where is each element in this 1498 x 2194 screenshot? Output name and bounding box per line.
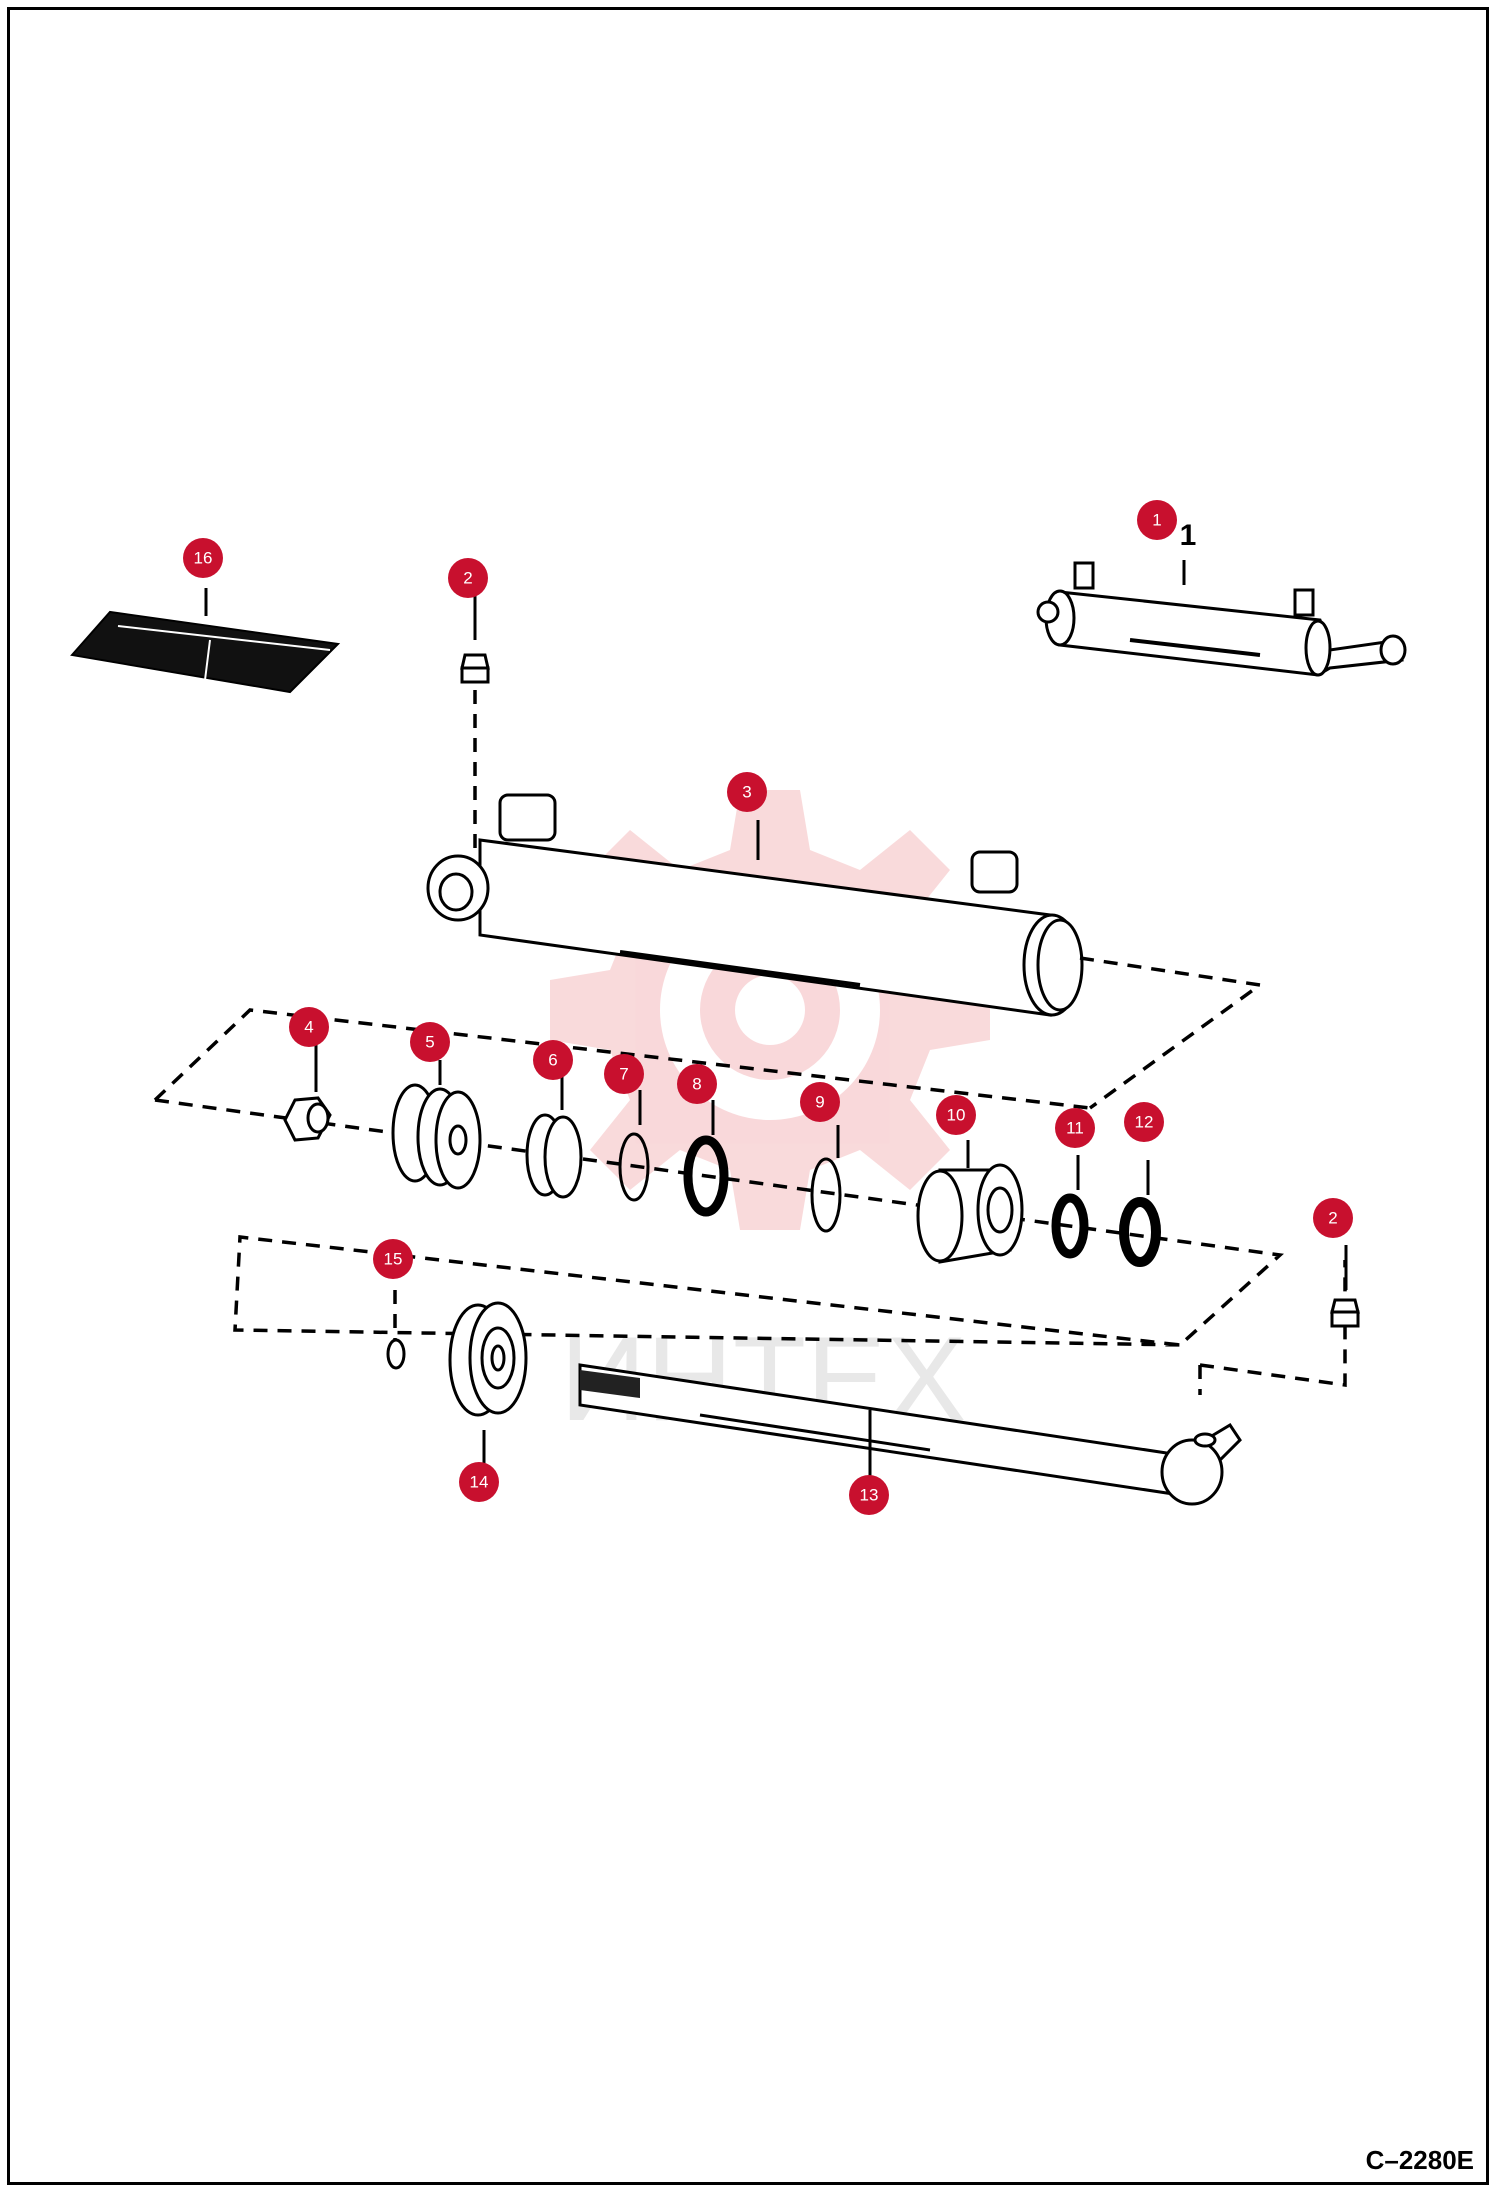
callout-13[interactable]: 13 [849, 1475, 889, 1515]
callout-label: 5 [425, 1033, 434, 1052]
callout-2a[interactable]: 2 [448, 558, 488, 598]
callout-marker [183, 538, 223, 578]
callout-3[interactable]: 3 [727, 772, 767, 812]
piston-rod-nut-part [448, 1301, 528, 1468]
callout-marker [373, 1239, 413, 1279]
callout-marker [677, 1064, 717, 1104]
callout-label: 6 [548, 1051, 557, 1070]
diagram-frame [7, 7, 1489, 2185]
callout-marker [1124, 1102, 1164, 1142]
callout-label: 8 [692, 1075, 701, 1094]
original-numbers: 1 [1180, 519, 1197, 552]
assembly-line-upper [153, 690, 1284, 1347]
decal-part [70, 588, 341, 694]
grease-fitting-top-part [460, 596, 490, 684]
callout-8[interactable]: 8 [677, 1064, 717, 1104]
wear-ring-part [525, 1070, 583, 1199]
callout-5[interactable]: 5 [410, 1022, 450, 1062]
callout-11[interactable]: 11 [1055, 1108, 1095, 1148]
callout-label: 11 [1066, 1119, 1084, 1138]
o-ring-small-part [810, 1125, 842, 1233]
callout-marker [849, 1475, 889, 1515]
callout-marker [459, 1462, 499, 1502]
callout-label: 14 [470, 1473, 489, 1492]
callout-4[interactable]: 4 [289, 1007, 329, 1047]
gland-head-part [916, 1140, 1024, 1264]
callout-16[interactable]: 16 [183, 538, 223, 578]
callout-marker [604, 1054, 644, 1094]
callout-14[interactable]: 14 [459, 1462, 499, 1502]
callout-10[interactable]: 10 [936, 1095, 976, 1135]
callout-marker [1313, 1198, 1353, 1238]
callout-label: 4 [304, 1018, 313, 1037]
piston-part [391, 1060, 482, 1190]
callout-label: 2 [1328, 1209, 1337, 1228]
callout-label: 1 [1152, 511, 1161, 530]
callout-marker [800, 1082, 840, 1122]
nut-part [283, 1040, 332, 1142]
callout-12[interactable]: 12 [1124, 1102, 1164, 1142]
figure-code: C–2280E [1365, 2145, 1474, 2175]
callout-marker [1055, 1108, 1095, 1148]
callout-label: 2 [463, 569, 472, 588]
grease-fitting-right-part [1330, 1245, 1360, 1328]
rod-seal-part [1119, 1160, 1161, 1267]
callout-marker [410, 1022, 450, 1062]
callout-label: 10 [947, 1106, 966, 1125]
callout-1[interactable]: 1 [1137, 500, 1177, 540]
cylinder-barrel-part [426, 793, 1084, 1017]
o-ring-part [618, 1090, 650, 1202]
callout-marker [1137, 500, 1177, 540]
callout-label: 15 [384, 1250, 403, 1269]
callout-label: 7 [619, 1065, 628, 1084]
callout-9[interactable]: 9 [800, 1082, 840, 1122]
callout-label: 12 [1135, 1113, 1154, 1132]
callout-marker [448, 558, 488, 598]
svg-text:1: 1 [1180, 519, 1197, 552]
callout-marker [936, 1095, 976, 1135]
callout-label: 13 [860, 1486, 879, 1505]
o-ring-rod-part [386, 1338, 406, 1370]
callout-2b[interactable]: 2 [1313, 1198, 1353, 1238]
wiper-seal-part [1051, 1155, 1089, 1259]
seal-part [683, 1100, 729, 1217]
piston-rod-part [578, 1363, 1242, 1506]
callout-marker [289, 1007, 329, 1047]
callout-label: 3 [742, 783, 751, 802]
callout-label: 9 [815, 1093, 824, 1112]
callout-marker [533, 1040, 573, 1080]
callout-marker [727, 772, 767, 812]
callout-15[interactable]: 15 [373, 1239, 413, 1279]
callout-7[interactable]: 7 [604, 1054, 644, 1094]
callout-6[interactable]: 6 [533, 1040, 573, 1080]
callout-label: 16 [194, 549, 213, 568]
cylinder-assembly-part [1036, 560, 1407, 677]
